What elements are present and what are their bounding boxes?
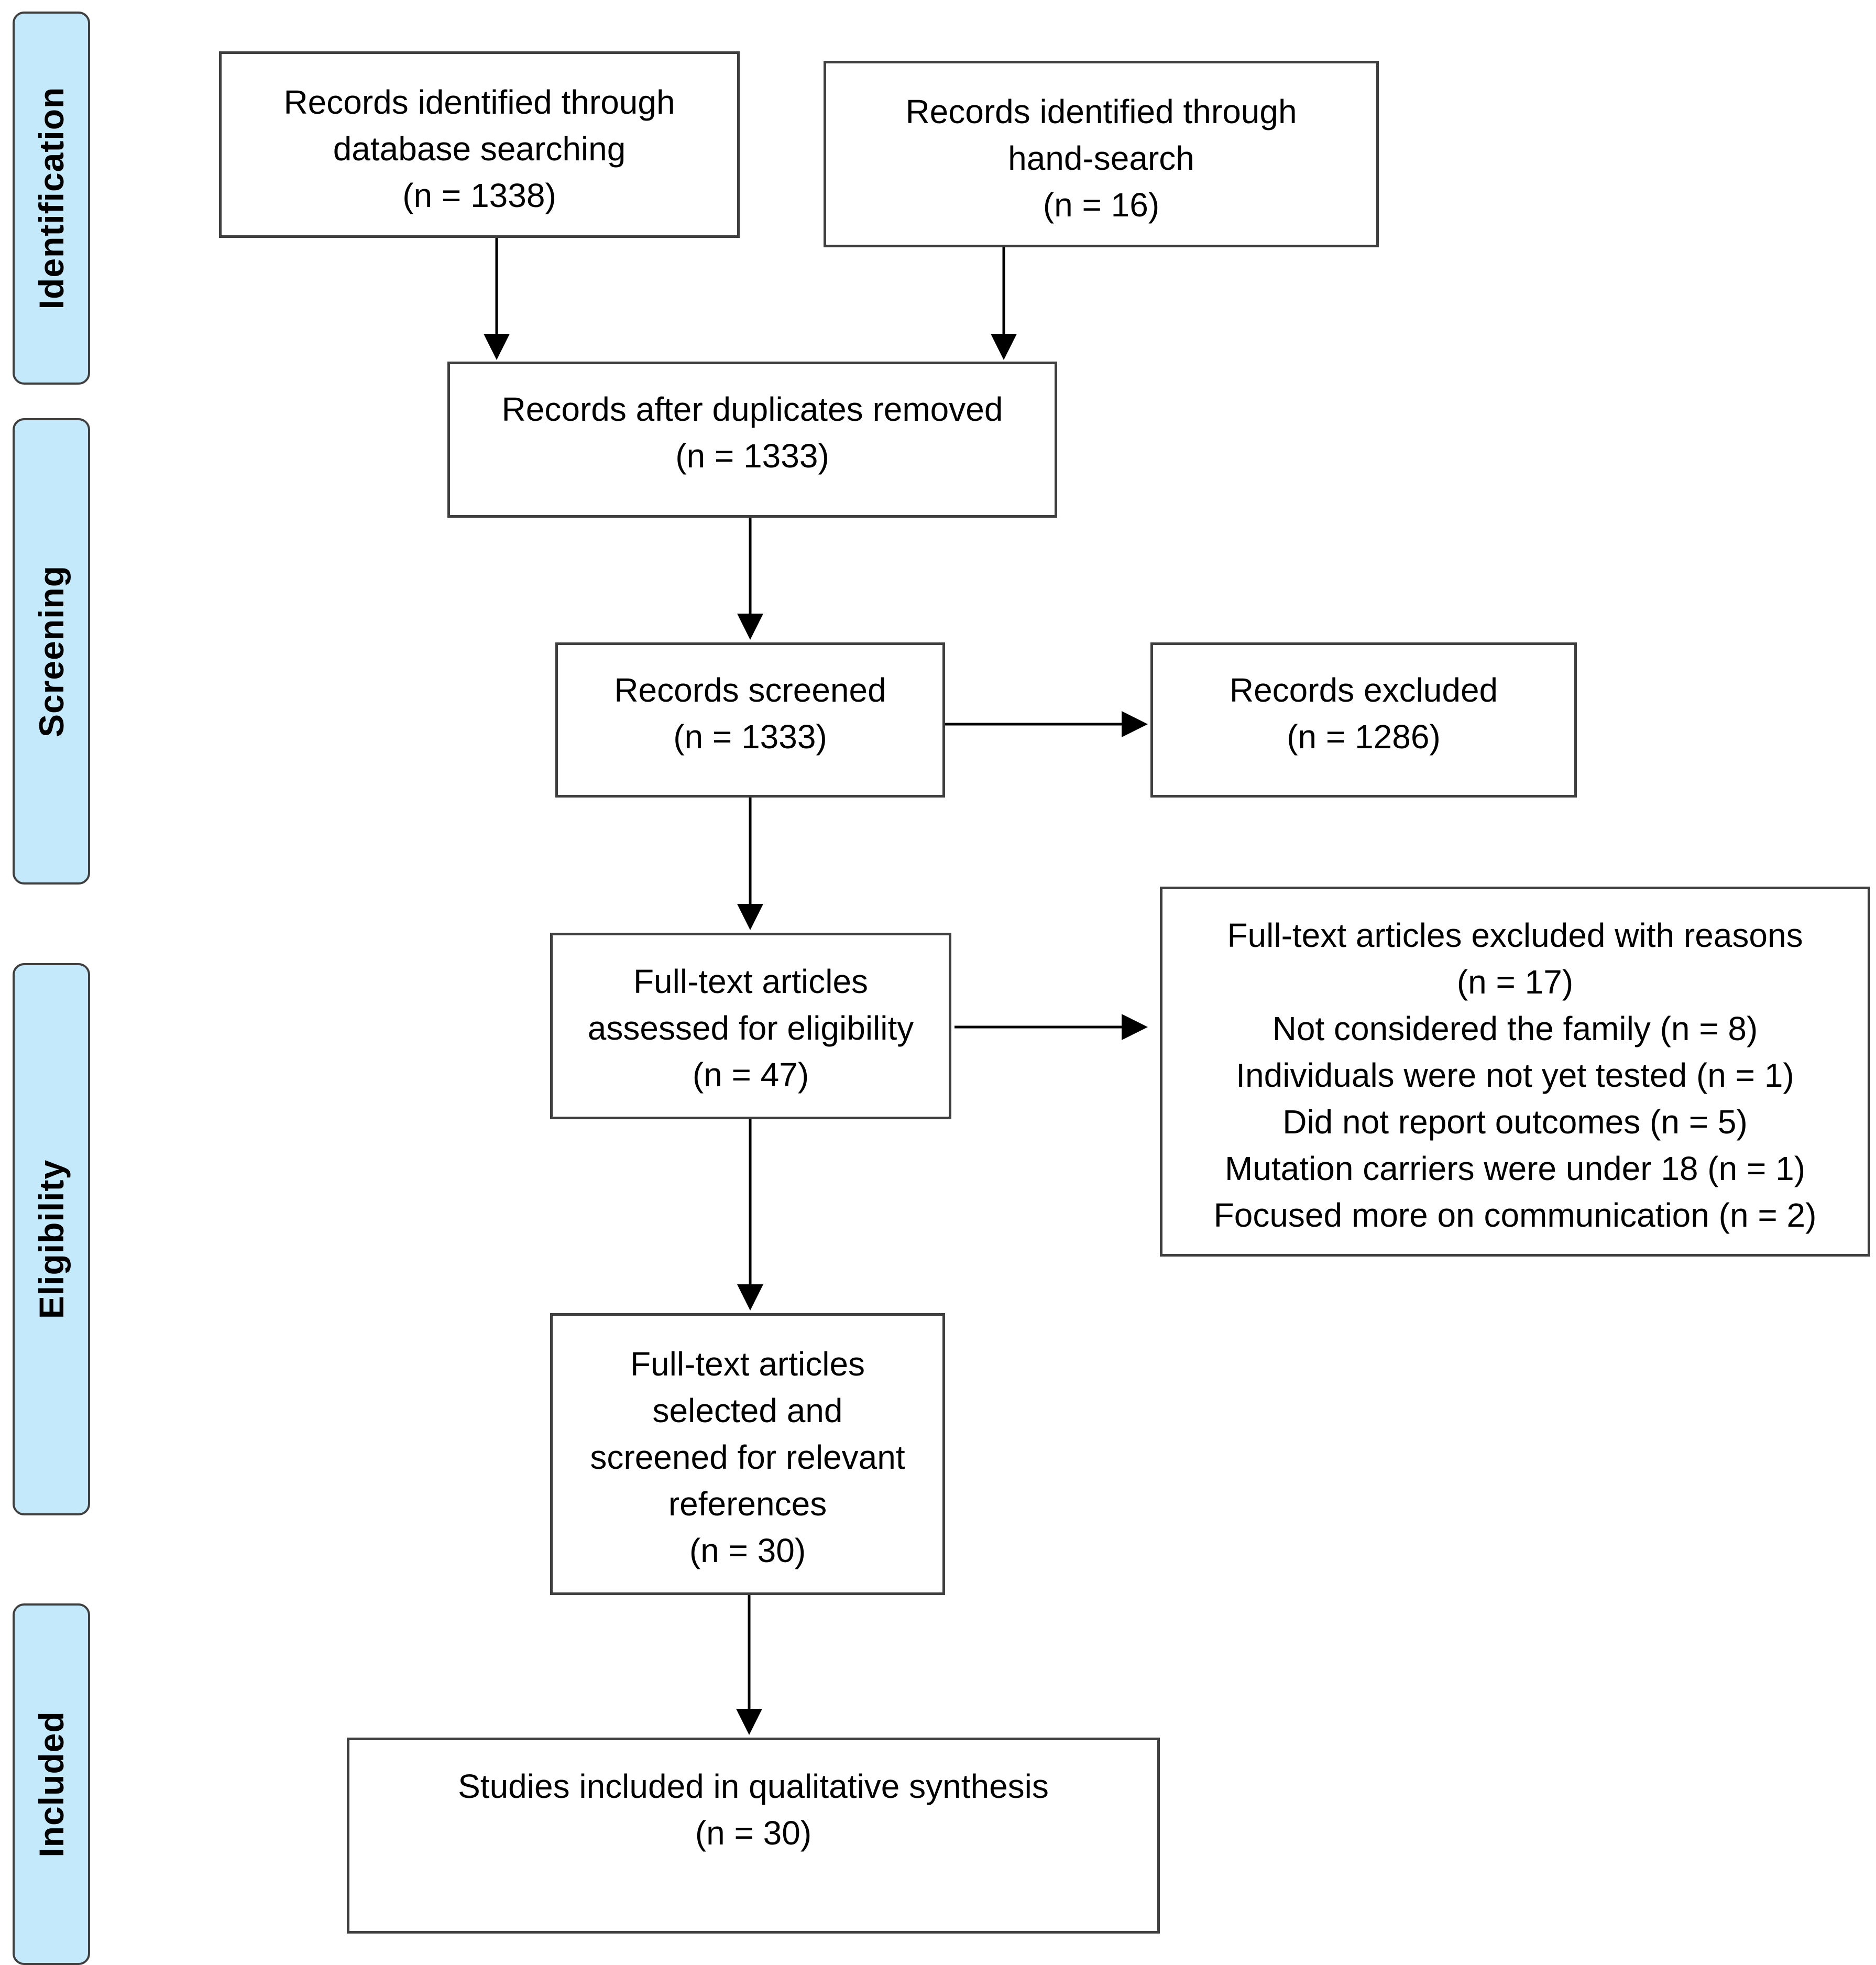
box-records-excluded-line-2: (n = 1286) bbox=[1287, 718, 1441, 756]
box-hand-search: Records identified through hand-search (… bbox=[824, 61, 1379, 247]
box-duplicates-removed: Records after duplicates removed (n = 13… bbox=[447, 362, 1057, 518]
box-fulltext-selected-line-2: selected and bbox=[652, 1392, 843, 1429]
box-fulltext-excluded-line-3: Not considered the family (n = 8) bbox=[1272, 1010, 1758, 1047]
box-fulltext-assessed-line-1: Full-text articles bbox=[633, 963, 869, 1000]
box-records-excluded: Records excluded (n = 1286) bbox=[1150, 642, 1577, 798]
box-records-excluded-line-1: Records excluded bbox=[1229, 671, 1498, 709]
box-fulltext-excluded-line-6: Mutation carriers were under 18 (n = 1) bbox=[1224, 1150, 1806, 1187]
box-fulltext-assessed-line-2: assessed for eligibility bbox=[587, 1009, 914, 1047]
box-fulltext-assessed-line-3: (n = 47) bbox=[692, 1056, 809, 1094]
box-fulltext-excluded-line-1: Full-text articles excluded with reasons bbox=[1227, 916, 1803, 954]
box-fulltext-excluded-line-7: Focused more on communication (n = 2) bbox=[1213, 1196, 1817, 1234]
stage-screening: Screening bbox=[13, 418, 90, 885]
box-database-search-line-3: (n = 1338) bbox=[402, 177, 556, 214]
box-fulltext-excluded-line-5: Did not report outcomes (n = 5) bbox=[1282, 1103, 1748, 1141]
box-fulltext-selected-line-5: (n = 30) bbox=[689, 1532, 806, 1569]
stage-identification: Identification bbox=[13, 12, 90, 385]
box-records-screened: Records screened (n = 1333) bbox=[555, 642, 945, 798]
box-studies-included-line-1: Studies included in qualitative synthesi… bbox=[458, 1767, 1049, 1805]
box-fulltext-excluded: Full-text articles excluded with reasons… bbox=[1160, 887, 1870, 1257]
box-database-search: Records identified through database sear… bbox=[219, 51, 740, 238]
box-fulltext-selected: Full-text articles selected and screened… bbox=[550, 1313, 945, 1595]
box-hand-search-line-3: (n = 16) bbox=[1043, 186, 1160, 224]
box-database-search-line-1: Records identified through bbox=[283, 83, 675, 121]
box-database-search-line-2: database searching bbox=[333, 130, 626, 168]
box-fulltext-selected-line-1: Full-text articles bbox=[630, 1345, 865, 1383]
box-fulltext-excluded-line-4: Individuals were not yet tested (n = 1) bbox=[1236, 1056, 1794, 1094]
stage-included: Included bbox=[13, 1603, 90, 1965]
stage-eligibility: Eligibility bbox=[13, 963, 90, 1515]
box-fulltext-assessed: Full-text articles assessed for eligibil… bbox=[550, 933, 951, 1119]
box-fulltext-excluded-line-2: (n = 17) bbox=[1456, 963, 1574, 1001]
box-fulltext-selected-line-4: references bbox=[668, 1485, 827, 1523]
box-duplicates-removed-line-1: Records after duplicates removed bbox=[501, 390, 1003, 428]
box-fulltext-selected-line-3: screened for relevant bbox=[590, 1438, 905, 1476]
box-studies-included: Studies included in qualitative synthesi… bbox=[347, 1738, 1160, 1934]
box-studies-included-line-2: (n = 30) bbox=[695, 1814, 812, 1852]
box-duplicates-removed-line-2: (n = 1333) bbox=[675, 437, 829, 475]
box-records-screened-line-2: (n = 1333) bbox=[673, 718, 827, 756]
box-records-screened-line-1: Records screened bbox=[614, 671, 886, 709]
box-hand-search-line-1: Records identified through bbox=[905, 93, 1297, 130]
box-hand-search-line-2: hand-search bbox=[1008, 139, 1194, 177]
